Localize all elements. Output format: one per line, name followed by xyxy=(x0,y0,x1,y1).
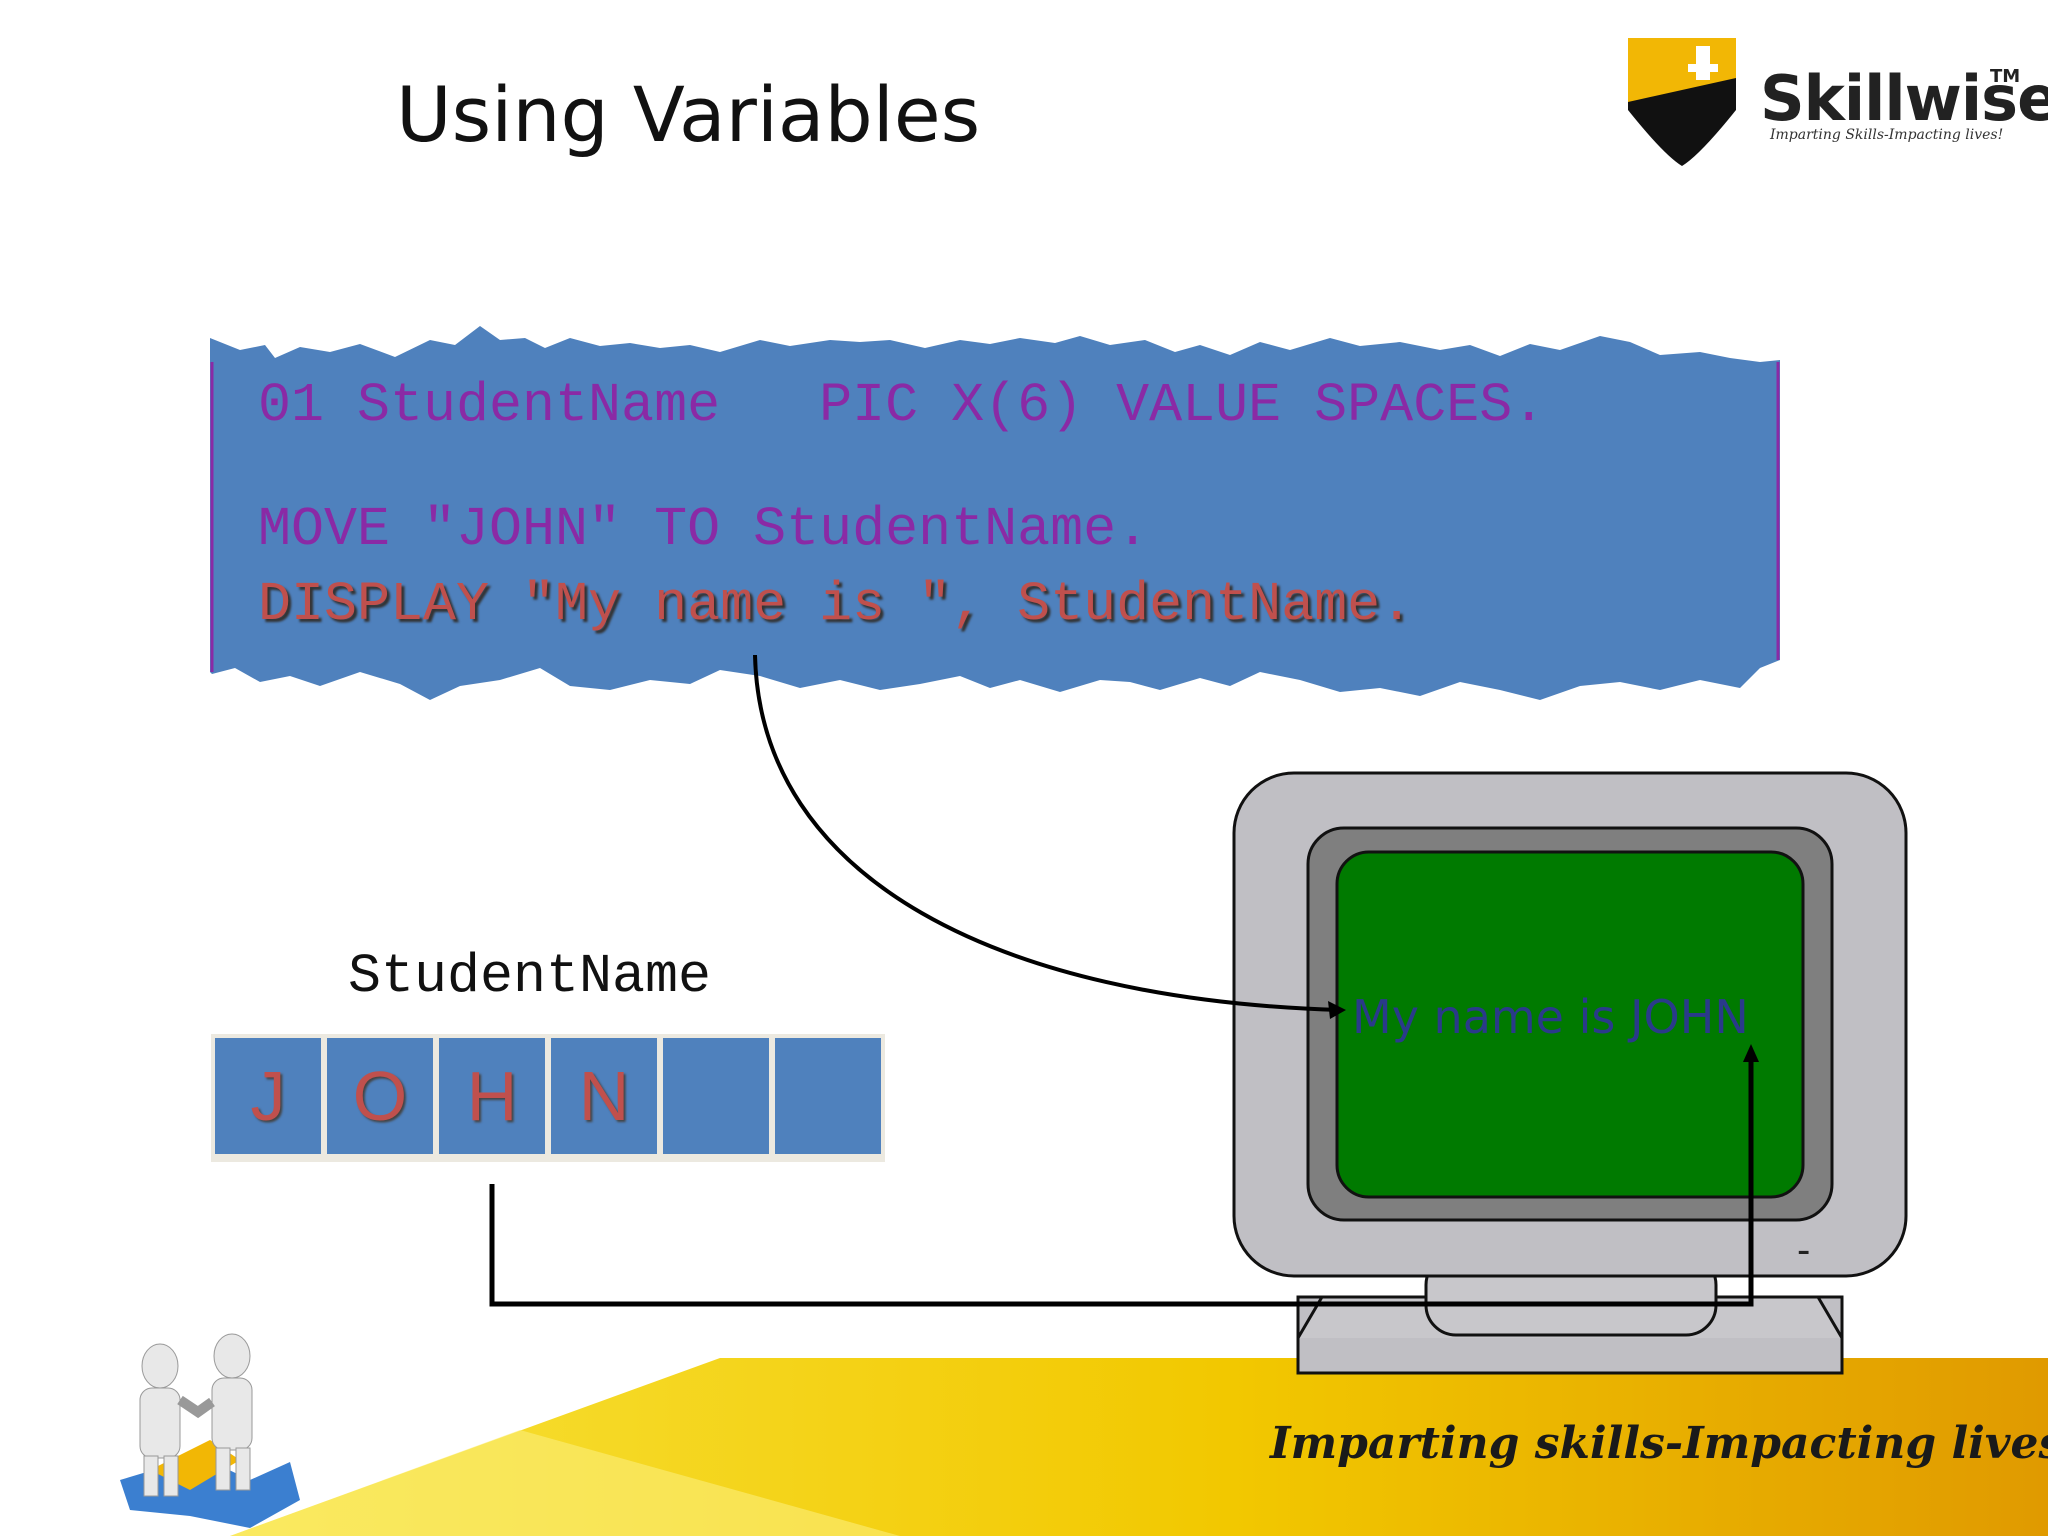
handshake-figures-icon xyxy=(120,1333,300,1528)
monitor-screen-text: My name is JOHN xyxy=(1352,990,1749,1044)
code-line-display: DISPLAY "My name is ", StudentName. xyxy=(258,573,1414,636)
logo-trademark: TM xyxy=(1990,66,2021,87)
display-arrow-line xyxy=(753,654,1341,1012)
monitor-screen xyxy=(1335,850,1805,1199)
slide-title: Using Variables xyxy=(396,70,981,159)
variable-label: StudentName xyxy=(348,945,712,1008)
footer-band-light xyxy=(230,1430,900,1536)
code-panel xyxy=(210,326,1780,700)
value-connector-head xyxy=(1743,1044,1759,1062)
code-line-move: MOVE "JOHN" TO StudentName. xyxy=(258,498,1150,561)
display-arrow-head xyxy=(1328,1001,1346,1019)
value-connector-line xyxy=(489,1056,1754,1307)
storage-cell: O xyxy=(327,1038,433,1154)
monitor-illustration xyxy=(1232,771,1908,1375)
logo-shield-icon xyxy=(1628,38,1736,166)
logo-wordmark: Skillwise xyxy=(1760,62,2048,135)
monitor-power-mark: - xyxy=(1797,1228,1811,1272)
footer-tagline: Imparting skills-Impacting lives! xyxy=(1270,1418,2048,1469)
code-line-declaration: 01 StudentName PIC X(6) VALUE SPACES. xyxy=(258,374,1546,437)
variable-storage-cells: J O H N xyxy=(211,1034,885,1162)
storage-cell xyxy=(663,1038,769,1154)
logo-subtitle: Imparting Skills-Impacting lives! xyxy=(1770,127,2004,143)
storage-cell: J xyxy=(215,1038,321,1154)
storage-cell: N xyxy=(551,1038,657,1154)
storage-cell xyxy=(775,1038,881,1154)
storage-cell: H xyxy=(439,1038,545,1154)
